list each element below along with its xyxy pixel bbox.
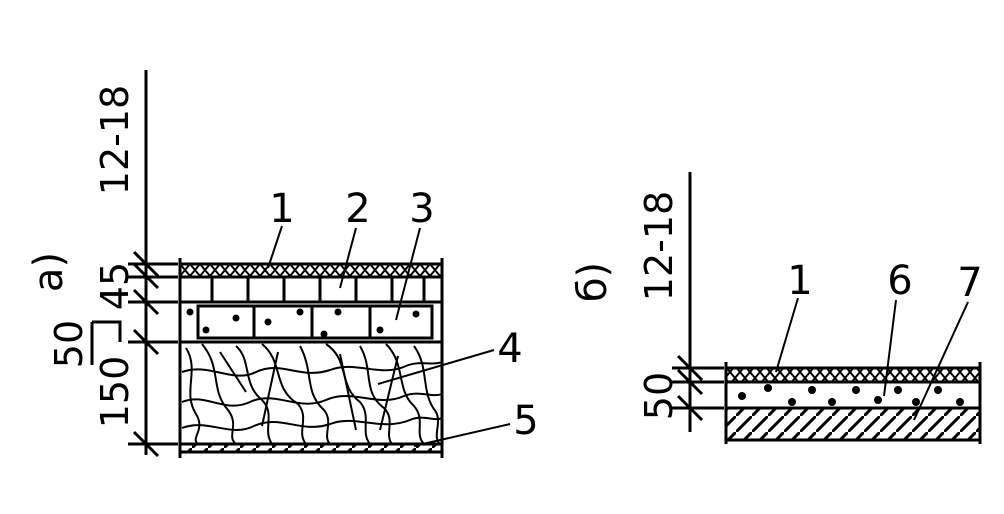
dim-a-45: 45	[93, 262, 137, 310]
callout-4: 4	[497, 326, 522, 372]
section-a-label: а)	[26, 252, 72, 292]
dim-ticks-b	[672, 354, 724, 422]
section-b-label: б)	[570, 262, 616, 302]
layer-4-fibrous	[178, 340, 444, 446]
callout-7: 7	[957, 260, 982, 306]
layer-3-bricks	[178, 300, 444, 344]
dim-a-150: 150	[93, 356, 137, 429]
dim-ticks-a	[128, 250, 178, 458]
dim-b-50: 50	[637, 372, 681, 420]
callout-leaders-a	[267, 225, 511, 447]
layer-1-b	[724, 366, 982, 384]
layer-6-mortar	[724, 380, 982, 410]
callout-2: 2	[345, 186, 370, 232]
callout-6: 6	[887, 258, 912, 304]
dim-a-50: 50	[47, 320, 91, 368]
section-a: а) 12-18 45 50 150 1 2 3 4 5	[26, 70, 539, 458]
layer-5-base	[180, 442, 442, 454]
layer-1-a	[178, 262, 444, 279]
dim-50-leader	[90, 320, 122, 365]
dim-b-12-18: 12-18	[637, 191, 681, 301]
section-b: б) 12-18 50 1 6 7	[570, 172, 983, 444]
callout-leaders-b	[775, 297, 969, 421]
callout-1-a: 1	[269, 186, 294, 232]
callout-5: 5	[513, 398, 538, 444]
callout-1-b: 1	[787, 258, 812, 304]
dim-a-12-18: 12-18	[93, 85, 137, 195]
callout-3: 3	[409, 186, 434, 232]
layer-7-concrete	[724, 406, 982, 442]
